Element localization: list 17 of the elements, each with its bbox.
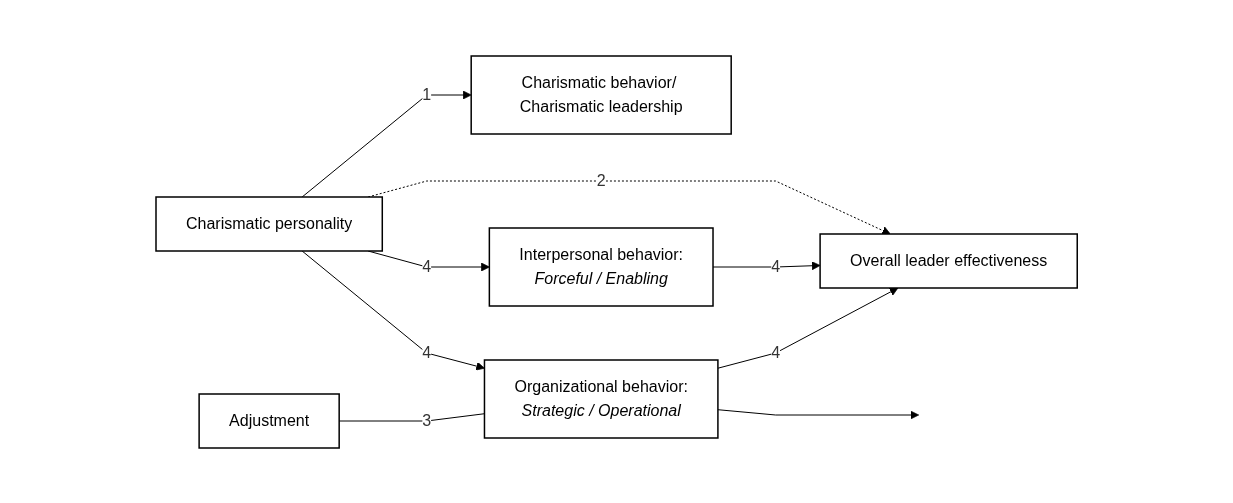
edge-label: 4 — [422, 257, 432, 275]
edge-label: 1 — [422, 85, 432, 103]
arrow — [301, 90, 472, 197]
edge-label: 4 — [771, 257, 780, 275]
edge-label: 3 — [422, 411, 432, 429]
arrow — [301, 250, 485, 370]
node-box: Interpersonal behavior: Forceful / Enabling — [488, 226, 714, 307]
arrow — [717, 287, 899, 369]
edge-label: 2 — [596, 171, 606, 189]
node-box: Overall leader effectiveness — [819, 232, 1078, 289]
edge-label: 4 — [422, 343, 432, 361]
node-box: Adjustment — [198, 392, 340, 449]
arrow — [717, 408, 919, 419]
node-box: Charismatic personality — [155, 195, 383, 252]
node-box: Charismatic behavior/ Charismatic leadership — [470, 54, 732, 135]
node-box: Organizational behavior: Strategic / Operational — [483, 358, 719, 439]
edge-label: 4 — [771, 343, 780, 361]
